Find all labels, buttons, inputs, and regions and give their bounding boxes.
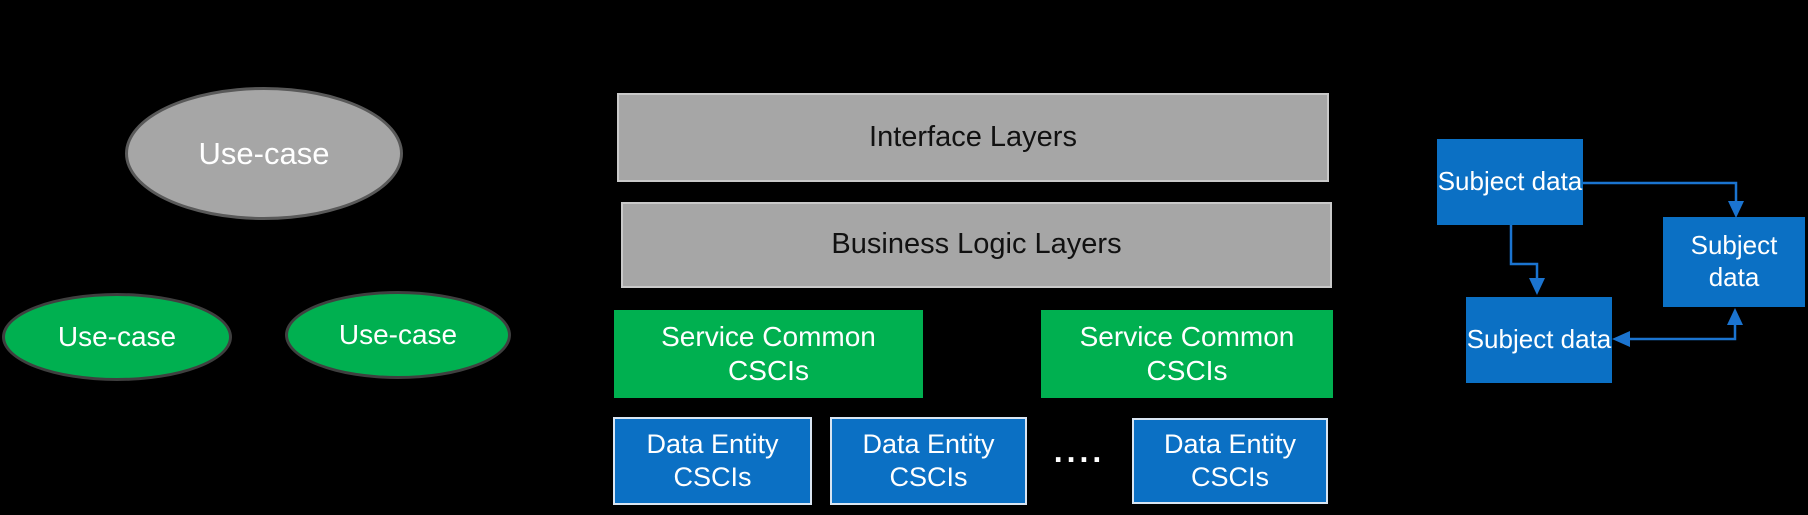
service-common-cscis-box: Service Common CSCIs (614, 310, 923, 398)
data-entity-cscis-label: Data Entity CSCIs (1163, 429, 1297, 492)
subject-data-box: Subject data (1466, 297, 1612, 383)
ellipsis-dots-text: .... (1053, 433, 1106, 470)
interface-layers-label: Interface Layers (869, 120, 1077, 153)
subject-data-label: Subject data (1690, 230, 1778, 292)
subject-data-box: Subject data (1437, 139, 1583, 225)
arrow-subject2-subject3-double-icon (1612, 308, 1743, 347)
use-case-child-label: Use-case (57, 320, 177, 352)
data-entity-cscis-box: Data Entity CSCIs (830, 417, 1027, 505)
use-case-child-ellipse: Use-case (285, 291, 511, 379)
use-case-child-ellipse: Use-case (2, 293, 232, 381)
interface-layers-bar: Interface Layers (617, 93, 1329, 182)
data-entity-cscis-label: Data Entity CSCIs (646, 429, 779, 492)
service-common-cscis-label: Service Common CSCIs (661, 320, 876, 386)
data-entity-cscis-box: Data Entity CSCIs (1132, 418, 1328, 504)
data-entity-cscis-box: Data Entity CSCIs (613, 417, 812, 505)
business-logic-layers-label: Business Logic Layers (831, 228, 1122, 261)
use-case-parent-ellipse: Use-case (125, 87, 403, 220)
use-case-parent-label: Use-case (198, 135, 330, 171)
arrow-subject1-to-subject2-icon (1583, 181, 1744, 218)
use-case-child-label: Use-case (338, 318, 458, 350)
subject-data-label: Subject data (1466, 324, 1612, 355)
business-logic-layers-bar: Business Logic Layers (621, 202, 1332, 288)
subject-data-label: Subject data (1437, 166, 1583, 197)
service-common-cscis-box: Service Common CSCIs (1041, 310, 1333, 398)
data-entity-cscis-label: Data Entity CSCIs (862, 429, 995, 492)
service-common-cscis-label: Service Common CSCIs (1079, 320, 1295, 386)
subject-data-box: Subject data (1663, 217, 1805, 307)
arrow-subject1-to-subject3-icon (1509, 225, 1545, 295)
ellipsis-dots: .... (1027, 408, 1132, 496)
